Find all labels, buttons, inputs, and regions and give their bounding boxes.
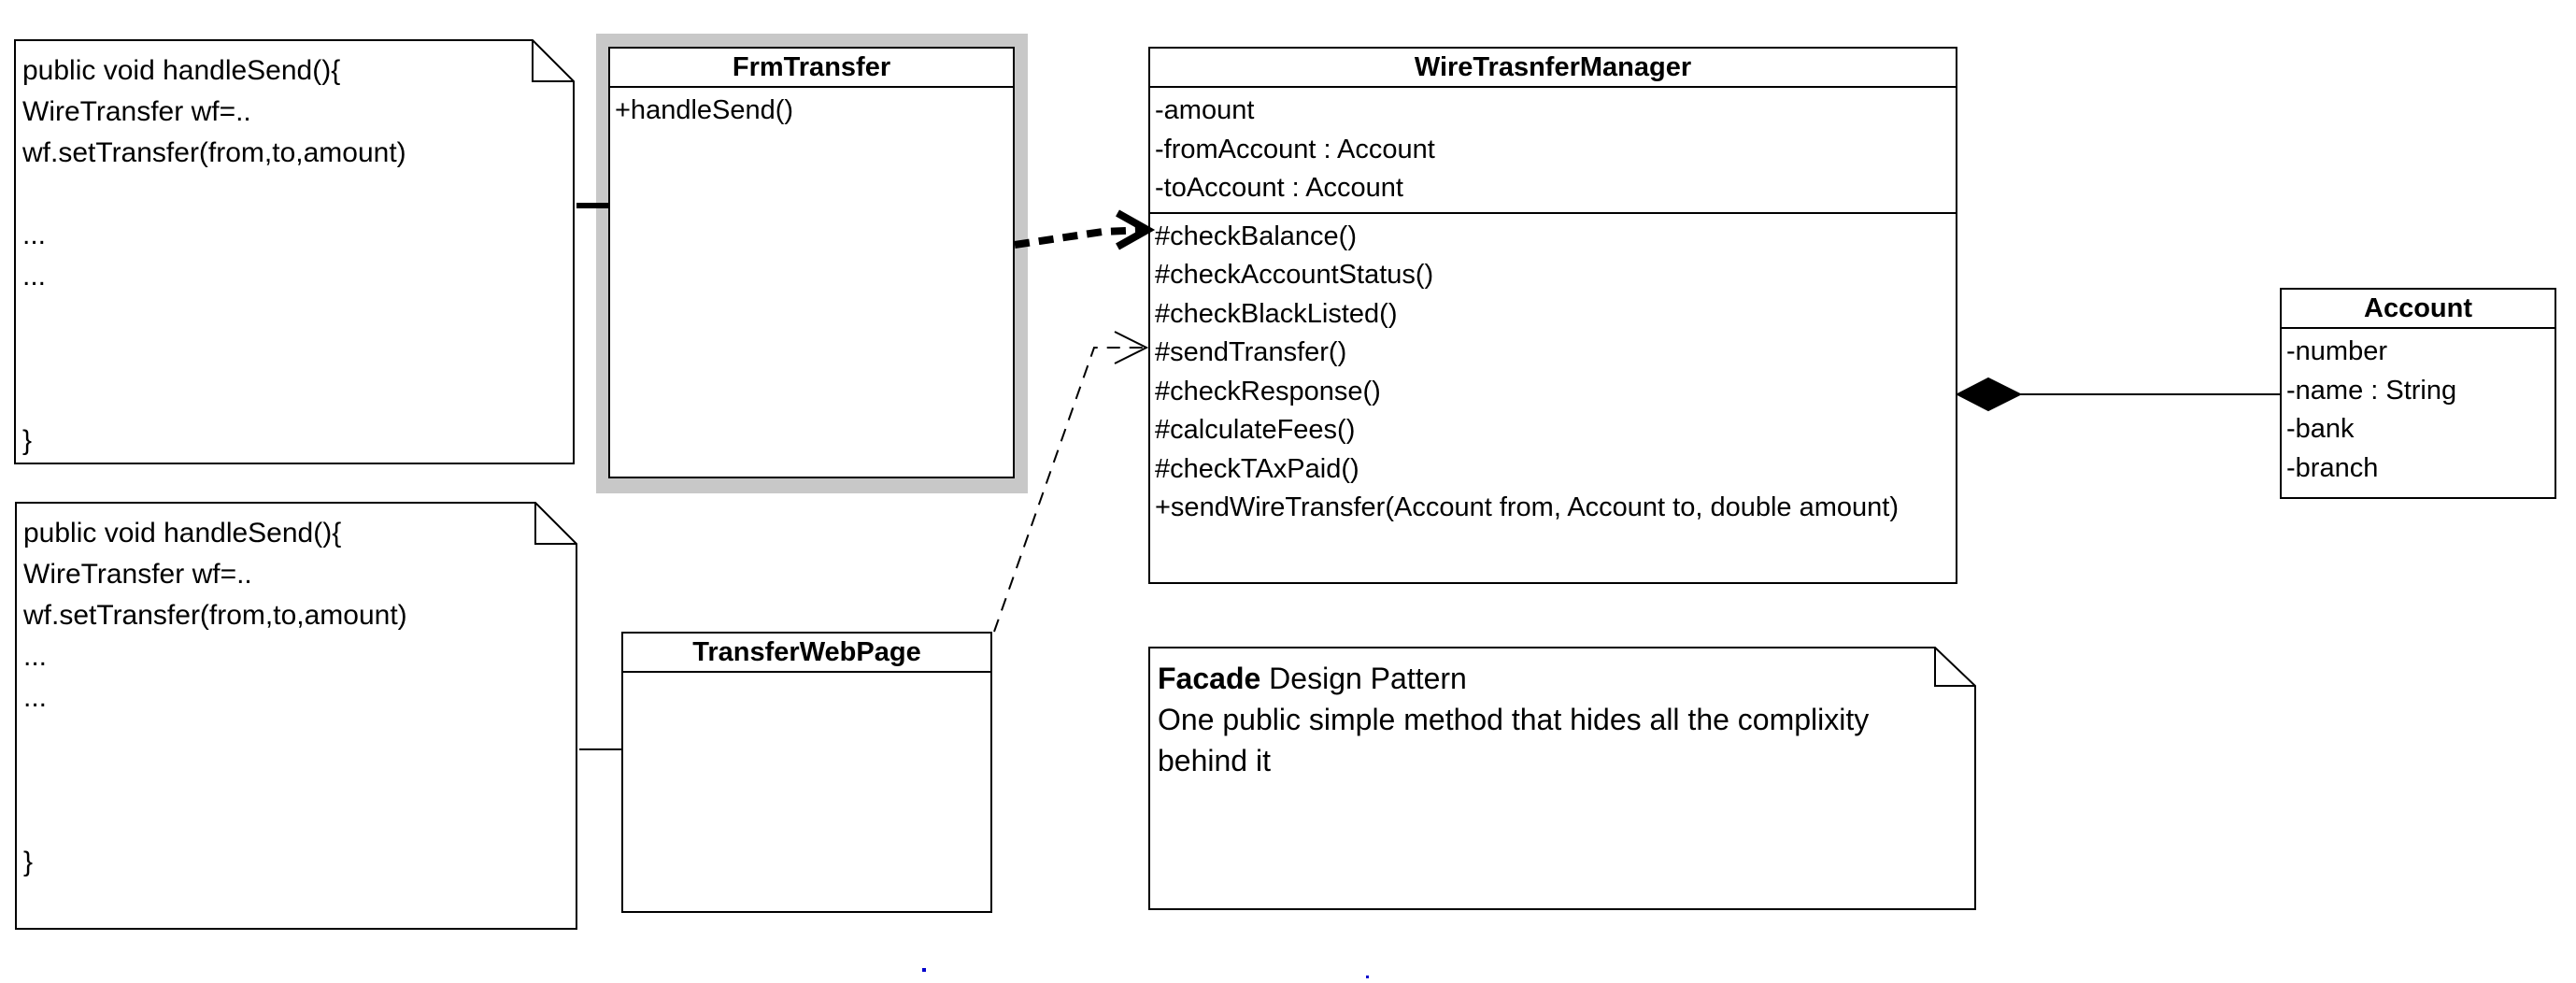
code-line [23, 760, 526, 801]
composition-manager-account[interactable] [1955, 377, 2280, 412]
stray-dot [922, 968, 926, 972]
attributes-compartment: -number -name : String -bank -branch [2282, 329, 2555, 492]
code-line: ... [22, 261, 47, 292]
class-name: WireTrasnferManager [1150, 49, 1956, 88]
facade-heading-rest: Design Pattern [1260, 662, 1467, 695]
class-name: FrmTransfer [610, 49, 1013, 88]
facade-description: One public simple method that hides all … [1158, 703, 1870, 777]
note-shape [1148, 647, 1976, 910]
code-line [22, 174, 523, 215]
composition-diamond-icon [1955, 377, 2023, 412]
operation: #calculateFees() [1155, 415, 1356, 445]
code-line [23, 719, 526, 760]
operation: #checkTAxPaid() [1155, 453, 1359, 484]
code-line: ... [23, 641, 48, 672]
code-line: public void handleSend(){ [22, 55, 341, 86]
attributes-compartment: -amount -fromAccount : Account -toAccoun… [1150, 88, 1956, 214]
code-line: } [22, 425, 33, 456]
facade-heading-bold: Facade [1158, 662, 1261, 695]
class-name: TransferWebPage [623, 634, 990, 673]
operation: #checkAccountStatus() [1155, 260, 1434, 290]
code-line [22, 379, 523, 420]
code-line: WireTransfer wf=.. [22, 96, 251, 127]
attribute: -number [2286, 336, 2387, 366]
operation: +handleSend() [615, 95, 794, 125]
stray-dot [1366, 976, 1369, 978]
facade-note[interactable]: Facade Design Pattern One public simple … [1148, 647, 1976, 910]
attribute: -fromAccount : Account [1155, 134, 1435, 164]
code-line [22, 338, 523, 379]
dependency-frmtransfer-to-manager[interactable] [1014, 209, 1156, 250]
code-line: WireTransfer wf=.. [23, 559, 252, 590]
class-account[interactable]: Account -number -name : String -bank -br… [2280, 288, 2556, 499]
facade-note-text: Facade Design Pattern One public simple … [1158, 658, 1920, 781]
operation: #checkBalance() [1155, 221, 1357, 251]
facade-heading: Facade Design Pattern [1158, 658, 1920, 699]
attribute: -name : String [2286, 375, 2457, 406]
class-name: Account [2282, 290, 2555, 329]
class-frmtransfer[interactable]: FrmTransfer +handleSend() [608, 47, 1015, 478]
attribute: -amount [1155, 95, 1255, 125]
note-shape [14, 39, 575, 464]
operations-compartment: #checkBalance() #checkAccountStatus() #c… [1150, 214, 1956, 532]
code-note-frmtransfer[interactable]: public void handleSend(){ WireTransfer w… [14, 39, 575, 464]
code-line: ... [22, 220, 47, 250]
operation: #checkBlackListed() [1155, 298, 1398, 329]
class-wiretrasnfermanager[interactable]: WireTrasnferManager -amount -fromAccount… [1148, 47, 1957, 584]
operation: #checkResponse() [1155, 376, 1381, 406]
code-line: wf.setTransfer(from,to,amount) [22, 137, 406, 168]
code-note-transferwebpage[interactable]: public void handleSend(){ WireTransfer w… [15, 502, 577, 930]
operation: #sendTransfer() [1155, 337, 1347, 367]
operation: +sendWireTransfer(Account from, Account … [1155, 492, 1899, 522]
code-line [22, 297, 523, 338]
code-line: public void handleSend(){ [23, 518, 342, 548]
class-transferwebpage[interactable]: TransferWebPage [621, 632, 992, 913]
attribute: -bank [2286, 414, 2355, 444]
note-shape [15, 502, 577, 930]
attribute: -toAccount : Account [1155, 173, 1403, 203]
note-code-text: public void handleSend(){ WireTransfer w… [23, 513, 526, 883]
code-line [23, 801, 526, 842]
operations-compartment: +handleSend() [610, 88, 1013, 135]
attribute: -branch [2286, 452, 2379, 483]
note-code-text: public void handleSend(){ WireTransfer w… [22, 50, 523, 462]
code-line: wf.setTransfer(from,to,amount) [23, 600, 407, 631]
code-line: ... [23, 682, 48, 713]
code-line: } [23, 847, 34, 877]
